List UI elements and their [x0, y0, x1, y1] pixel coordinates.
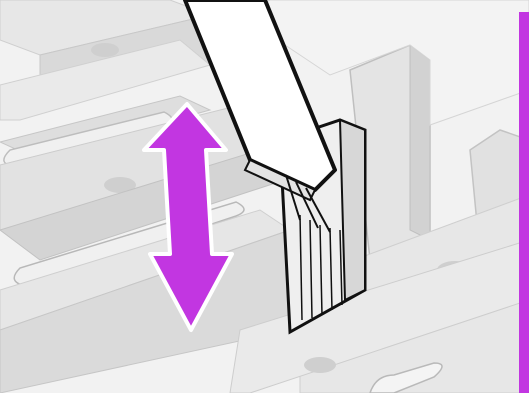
accent-border [519, 12, 529, 393]
